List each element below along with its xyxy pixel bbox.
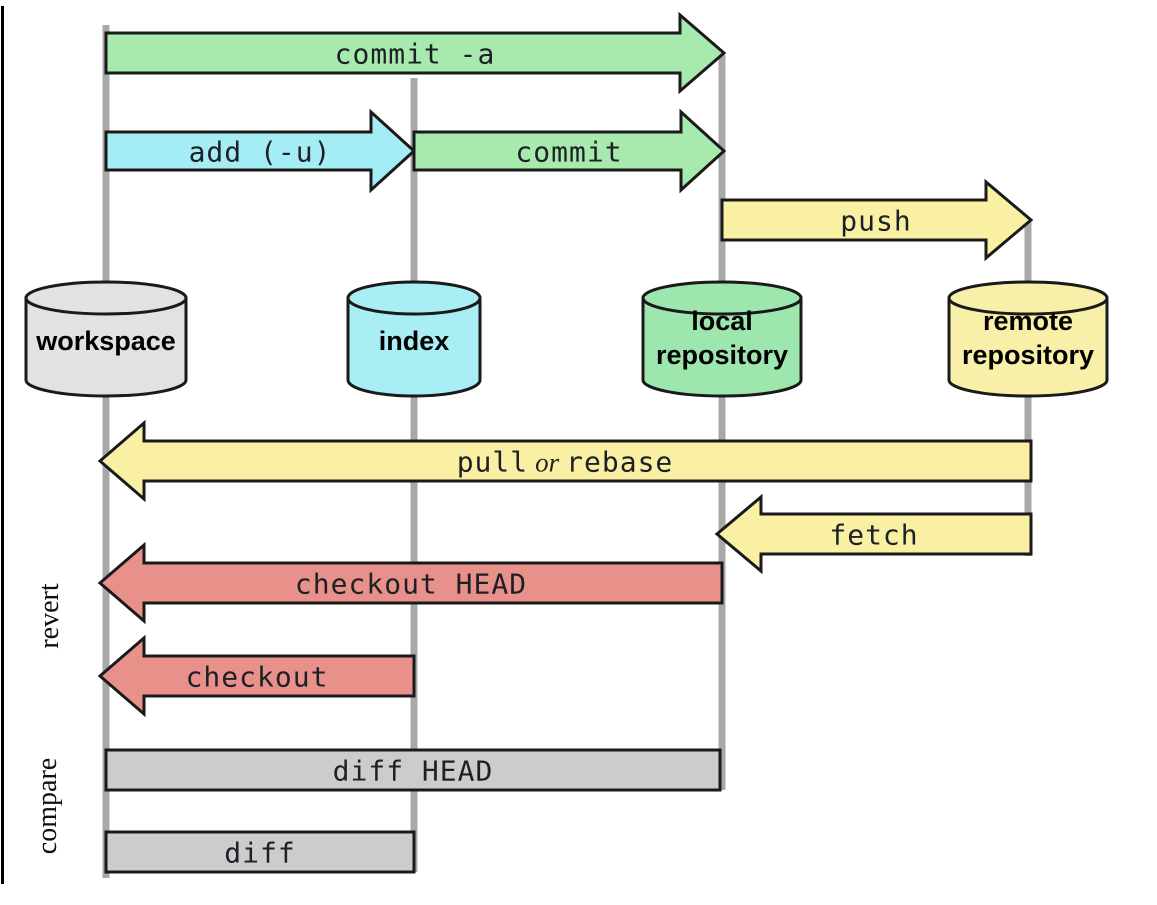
diff-label: diff (224, 836, 296, 870)
diff-head-bar (104, 748, 722, 792)
local-repository-cylinder-top (641, 280, 803, 316)
index-node-label-line: index (378, 326, 450, 356)
local-repository-cylinder (641, 280, 803, 398)
workspace-node-label-line: workspace (36, 326, 176, 356)
workspace-node-label: workspace (36, 324, 176, 358)
remote-repository-cylinder-body (947, 296, 1109, 398)
workspace-cylinder-body (24, 296, 188, 398)
push-label: push (840, 204, 912, 238)
commit-a-arrow (104, 11, 727, 95)
checkout-label: checkout (185, 660, 329, 694)
index-cylinder (346, 280, 482, 398)
page-left-border (1, 6, 4, 884)
commit-arrow (412, 108, 727, 194)
revert-side-label: revert (34, 583, 65, 649)
push-arrow (720, 178, 1034, 262)
add-label: add (-u) (188, 135, 332, 169)
checkout-head-arrow (97, 541, 724, 625)
rebase-word: rebase (566, 445, 674, 479)
commit-label: commit (515, 135, 623, 169)
local-repository-node-label: local repository (656, 304, 788, 372)
add-arrow (104, 108, 417, 194)
local-repository-label-line1: local (691, 306, 753, 336)
compare-side-label: compare (32, 757, 63, 855)
pull-word: pull (456, 445, 529, 479)
checkout-head-label: checkout HEAD (294, 567, 528, 601)
local-repository-cylinder-body (641, 296, 803, 398)
index-cylinder-top (346, 280, 482, 316)
fetch-label: fetch (829, 518, 919, 552)
remote-repository-node-label: remote repository (962, 304, 1094, 372)
remote-repository-label-line1: remote (982, 306, 1074, 336)
fetch-arrow (714, 493, 1033, 575)
remote-repository-label-line2: repository (961, 340, 1095, 370)
diff-head-label: diff HEAD (332, 754, 494, 788)
pull-or-rebase-arrow (97, 419, 1033, 503)
workspace-cylinder (24, 280, 188, 398)
remote-repository-cylinder (947, 280, 1109, 398)
local-repository-label-line2: repository (655, 340, 789, 370)
index-node-label: index (379, 324, 450, 358)
checkout-arrow (97, 634, 416, 718)
remote-repository-cylinder-top (947, 280, 1109, 316)
index-cylinder-body (346, 296, 482, 398)
commit-a-label: commit -a (334, 37, 496, 71)
or-word: or (535, 447, 560, 478)
diff-bar (104, 830, 416, 874)
workspace-cylinder-top (24, 280, 188, 316)
